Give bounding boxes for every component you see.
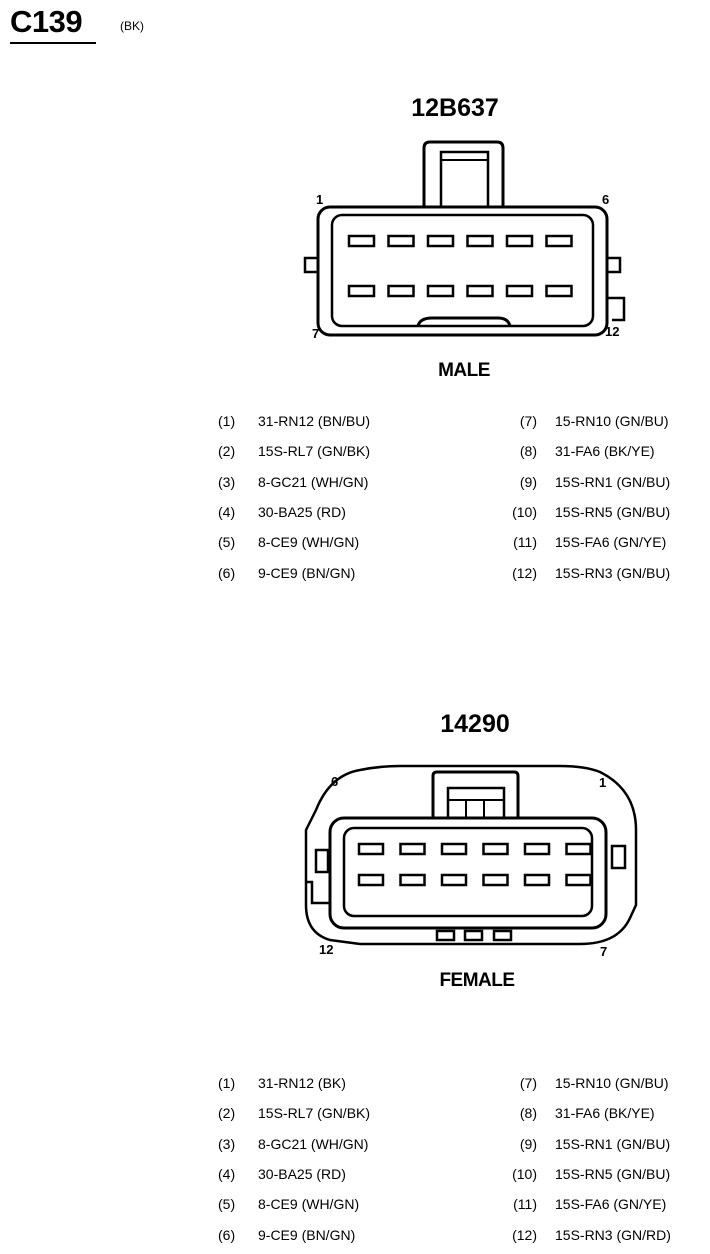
male-pin-cavity xyxy=(545,284,573,298)
connector-color: (BK) xyxy=(120,19,144,33)
male-pin-number: (1) xyxy=(218,413,236,429)
male-pin-cavity xyxy=(466,234,494,248)
male-pin-number: (8) xyxy=(519,443,537,459)
female-pin-label-bottom-left: 12 xyxy=(319,942,334,957)
male-pin-number: (12) xyxy=(512,565,537,581)
male-pin-label-bottom-right: 12 xyxy=(605,324,620,339)
female-pin-number: (4) xyxy=(218,1166,236,1182)
male-pin-cavity xyxy=(387,234,415,248)
male-pin-circuit: 15S-RL7 (GN/BK) xyxy=(258,443,371,459)
male-pin-circuit: 8-GC21 (WH/GN) xyxy=(258,474,369,490)
female-pin-cavity xyxy=(523,873,551,887)
female-pin-number: (12) xyxy=(512,1227,537,1243)
male-pin-circuit: 15S-RN3 (GN/BU) xyxy=(555,565,671,581)
female-pin-circuit: 31-FA6 (BK/YE) xyxy=(555,1105,655,1121)
female-pin-circuit: 15S-FA6 (GN/YE) xyxy=(555,1196,667,1212)
female-pin-circuit: 15S-RN1 (GN/BU) xyxy=(555,1136,671,1152)
male-pin-circuit: 8-CE9 (WH/GN) xyxy=(258,534,360,550)
female-pin-label-bottom-right: 7 xyxy=(600,944,608,959)
female-pin-circuit: 15S-RN5 (GN/BU) xyxy=(555,1166,671,1182)
male-pin-circuit: 15S-RN1 (GN/BU) xyxy=(555,474,671,490)
female-pin-number: (7) xyxy=(519,1075,537,1091)
male-pin-circuit: 31-FA6 (BK/YE) xyxy=(555,443,655,459)
female-pin-label-top-left: 6 xyxy=(331,774,339,789)
male-pin-cavity xyxy=(426,234,455,248)
connector-id: C139 xyxy=(10,4,83,39)
female-pin-circuit: 15S-RL7 (GN/BK) xyxy=(258,1105,371,1121)
female-pin-circuit: 8-CE9 (WH/GN) xyxy=(258,1196,360,1212)
male-pin-circuit: 31-RN12 (BN/BU) xyxy=(258,413,371,429)
female-pin-cavity xyxy=(565,842,592,856)
female-pin-cavities xyxy=(357,842,592,887)
female-pin-circuit: 15-RN10 (GN/BU) xyxy=(555,1075,669,1091)
male-pin-number: (9) xyxy=(519,474,537,490)
male-pin-number: (6) xyxy=(218,565,236,581)
female-pin-cavity xyxy=(482,873,509,887)
male-pin-label-top-right: 6 xyxy=(602,192,610,207)
male-pin-number: (5) xyxy=(218,534,236,550)
male-pin-label-top-left: 1 xyxy=(316,192,324,207)
male-pin-cavity xyxy=(505,284,534,298)
female-pin-cavity xyxy=(399,873,426,887)
male-pin-cavity xyxy=(347,234,376,248)
male-pin-cavity xyxy=(505,234,534,248)
female-pin-cavity xyxy=(523,842,551,856)
male-pin-circuit: 15-RN10 (GN/BU) xyxy=(555,413,669,429)
female-pin-circuit: 30-BA25 (RD) xyxy=(258,1166,346,1182)
female-label: FEMALE xyxy=(439,970,515,991)
female-pin-number: (9) xyxy=(519,1136,537,1152)
male-pin-cavity xyxy=(426,284,455,298)
female-pin-cavity xyxy=(565,873,592,887)
female-pin-number: (11) xyxy=(513,1196,537,1212)
female-pin-number: (6) xyxy=(218,1227,236,1243)
male-pin-cavities xyxy=(347,234,573,298)
female-pin-cavity xyxy=(357,842,385,856)
male-pin-cavity xyxy=(347,284,376,298)
female-connector-drawing xyxy=(304,764,638,946)
male-pin-circuit: 9-CE9 (BN/GN) xyxy=(258,565,356,581)
female-pin-cavity xyxy=(440,842,468,856)
female-pin-circuit: 15S-RN3 (GN/RD) xyxy=(555,1227,671,1243)
female-pin-label-top-right: 1 xyxy=(599,775,607,790)
female-pin-circuit: 8-GC21 (WH/GN) xyxy=(258,1136,369,1152)
male-pin-circuit: 30-BA25 (RD) xyxy=(258,504,346,520)
female-pin-number: (5) xyxy=(218,1196,236,1212)
female-pin-cavity xyxy=(399,842,426,856)
female-pin-circuit: 31-RN12 (BK) xyxy=(258,1075,346,1091)
male-pin-number: (11) xyxy=(513,534,537,550)
male-pin-number: (7) xyxy=(519,413,537,429)
female-pin-circuit: 9-CE9 (BN/GN) xyxy=(258,1227,356,1243)
female-pin-cavity xyxy=(482,842,509,856)
female-pin-number: (3) xyxy=(218,1136,236,1152)
male-pin-circuit: 15S-FA6 (GN/YE) xyxy=(555,534,667,550)
male-pin-number: (10) xyxy=(512,504,537,520)
female-pin-number: (10) xyxy=(512,1166,537,1182)
male-pin-cavity xyxy=(466,284,494,298)
male-pin-number: (3) xyxy=(218,474,236,490)
female-pin-number: (8) xyxy=(519,1105,537,1121)
male-part-number: 12B637 xyxy=(411,94,499,122)
male-pin-cavity xyxy=(387,284,415,298)
female-pin-cavity xyxy=(357,873,385,887)
male-label: MALE xyxy=(438,360,490,381)
male-connector-drawing xyxy=(303,140,626,337)
male-pin-cavity xyxy=(545,234,573,248)
male-pin-number: (4) xyxy=(218,504,236,520)
female-pin-number: (1) xyxy=(218,1075,236,1091)
female-pin-cavity xyxy=(440,873,468,887)
female-part-number: 14290 xyxy=(440,710,510,738)
connector-id-underline xyxy=(10,42,96,44)
male-pin-label-bottom-left: 7 xyxy=(312,326,320,341)
female-pin-number: (2) xyxy=(218,1105,236,1121)
male-pin-number: (2) xyxy=(218,443,236,459)
male-pin-circuit: 15S-RN5 (GN/BU) xyxy=(555,504,671,520)
